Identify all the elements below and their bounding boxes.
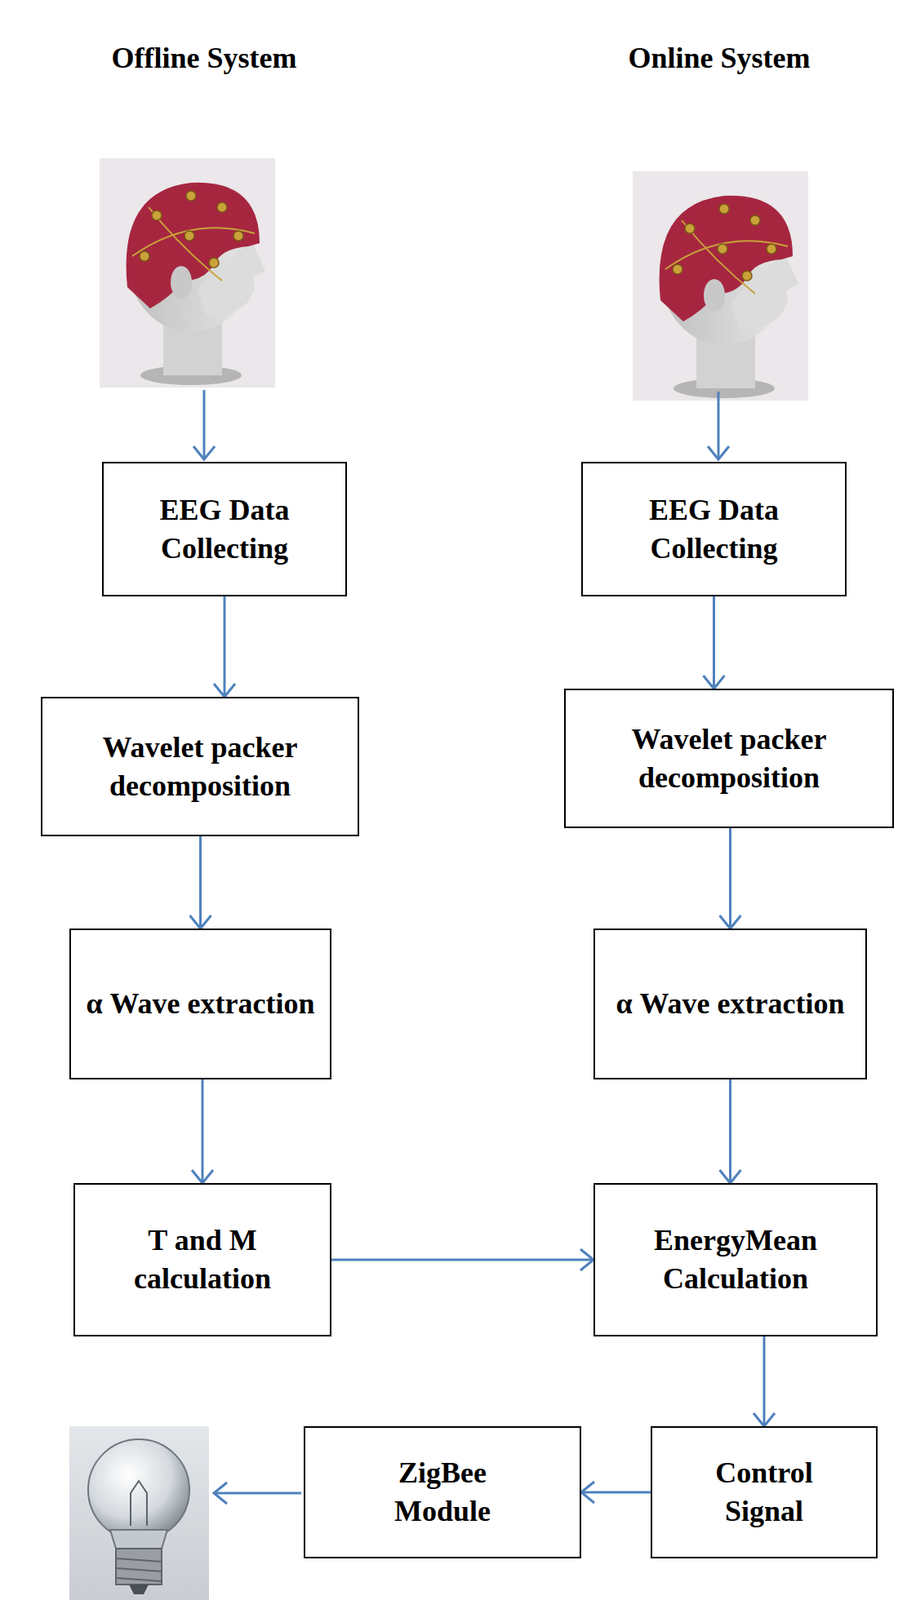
box-label: α Wave extraction: [85, 985, 315, 1024]
leader-arrow: [203, 390, 206, 460]
eeg-cap-head: [632, 171, 809, 401]
column-heading: Online System: [564, 39, 875, 78]
connector-line: [729, 828, 732, 930]
process-box: ZigBee Module: [303, 1427, 582, 1560]
flow-arrow: [581, 1482, 651, 1504]
arrow-head: [190, 915, 212, 930]
process-box: EEG Data Collecting: [581, 462, 847, 597]
box-label: T and M calculation: [84, 1222, 321, 1299]
arrow-head: [580, 1249, 594, 1272]
arrow-head: [720, 915, 742, 930]
light-bulb: [69, 1427, 209, 1600]
flow-arrow: [720, 1080, 742, 1184]
connector-line: [712, 596, 716, 690]
leader-arrow: [213, 1493, 302, 1496]
flow-arrow: [720, 828, 742, 930]
flow-arrow: [191, 1080, 214, 1184]
box-label: EnergyMean Calculation: [604, 1222, 867, 1299]
process-box: Wavelet packer decomposition: [564, 689, 894, 829]
arrow-head: [703, 675, 725, 690]
process-box: α Wave extraction: [593, 929, 867, 1081]
flow-arrow: [331, 1249, 594, 1272]
box-label: EEG Data Collecting: [113, 491, 336, 569]
arrow-head: [213, 1483, 227, 1505]
arrow-head: [581, 1482, 595, 1504]
process-box: EEG Data Collecting: [102, 462, 347, 597]
connector-line: [763, 1337, 766, 1428]
flow-arrow: [753, 1337, 775, 1428]
flow-arrow: [703, 596, 725, 690]
box-label: Wavelet packer decomposition: [52, 729, 348, 806]
process-box: EnergyMean Calculation: [593, 1183, 878, 1338]
arrow-head: [753, 1413, 775, 1428]
arrow-head: [213, 684, 236, 698]
box-label: Control Signal: [682, 1454, 846, 1532]
column-heading: Offline System: [48, 39, 360, 78]
connector-line: [199, 836, 202, 930]
eeg-cap-head: [99, 158, 276, 388]
arrow-head: [191, 1170, 214, 1184]
arrow-head: [720, 1170, 742, 1184]
leader-arrow: [717, 391, 721, 460]
connector-line: [331, 1259, 594, 1263]
flow-arrow: [213, 596, 236, 698]
process-box: Wavelet packer decomposition: [40, 697, 360, 837]
box-label: EEG Data Collecting: [592, 491, 836, 569]
connector-line: [729, 1080, 732, 1184]
connector-line: [223, 596, 227, 698]
arrow-head: [707, 446, 730, 460]
box-label: α Wave extraction: [615, 985, 845, 1024]
arrow-head: [193, 446, 215, 460]
flow-arrow: [190, 836, 212, 930]
process-box: T and M calculation: [73, 1183, 332, 1338]
process-box: Control Signal: [650, 1427, 878, 1560]
connector-line: [581, 1492, 651, 1495]
box-label: ZigBee Module: [360, 1454, 525, 1532]
process-box: α Wave extraction: [69, 929, 332, 1081]
connector-line: [201, 1080, 205, 1184]
box-label: Wavelet packer decomposition: [575, 720, 883, 798]
